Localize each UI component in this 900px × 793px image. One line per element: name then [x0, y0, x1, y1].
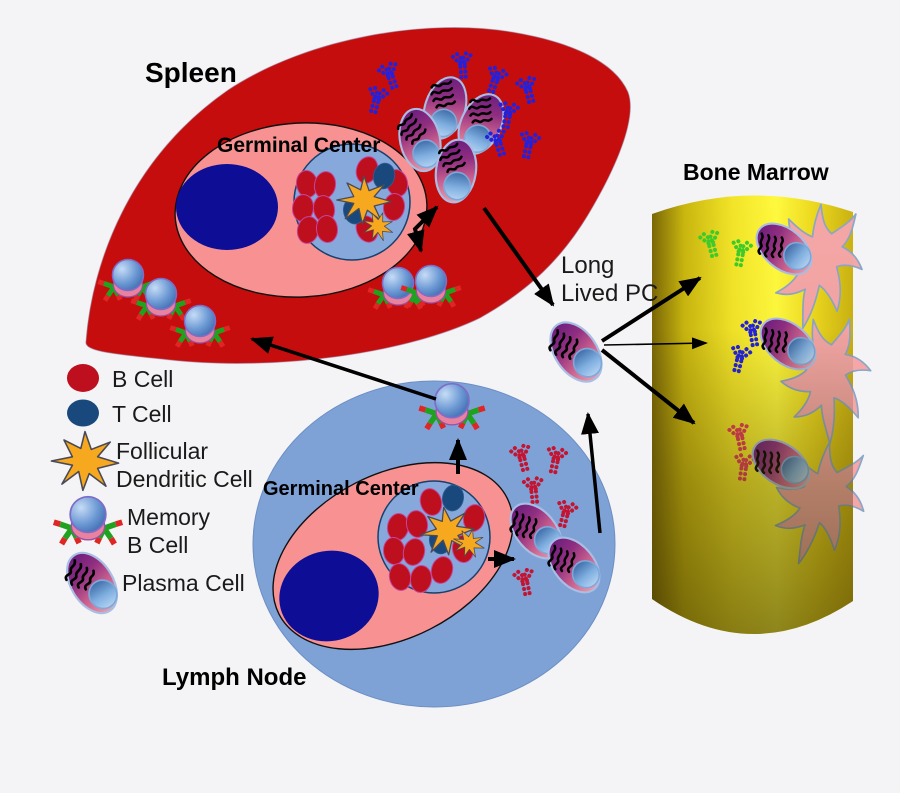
lymph-node-label: Lymph Node — [162, 664, 306, 691]
arrow-llpc-to-bm-bottom — [600, 348, 696, 425]
long-lived-pc-label-line1: Long — [561, 252, 614, 279]
lymph-t-cell-zone — [279, 550, 379, 642]
legend-b-cell-label: B Cell — [112, 366, 173, 392]
spleen-label: Spleen — [145, 57, 237, 88]
legend-fdc-label-line1: Follicular — [116, 438, 208, 464]
legend-memory-b-cell-icon — [54, 497, 122, 548]
legend-memory-label-line2: B Cell — [127, 532, 188, 558]
legend-plasma-cell-label: Plasma Cell — [122, 570, 245, 596]
legend-memory-label-line1: Memory — [127, 504, 211, 530]
legend-t-cell-icon — [67, 399, 99, 427]
legend-t-cell-label: T Cell — [112, 401, 172, 427]
lymph-germinal-center-label: Germinal Center — [263, 478, 419, 500]
legend: B Cell T Cell Follicular Dendritic Cell … — [50, 364, 253, 625]
spleen-t-cell-zone — [176, 164, 278, 250]
spleen-organ — [85, 26, 631, 364]
arrows — [250, 205, 708, 568]
arrow-gc-double — [407, 205, 439, 253]
arrow-lymph-to-llpc — [581, 412, 602, 534]
long-lived-plasma-cell — [537, 311, 614, 394]
legend-b-cell-icon — [67, 364, 99, 392]
arrow-spleen-pc-to-llpc — [482, 206, 555, 307]
bone-marrow-label: Bone Marrow — [683, 159, 829, 185]
spleen-germinal-center-label: Germinal Center — [217, 134, 380, 157]
arrow-llpc-to-bm-mid — [603, 337, 708, 350]
legend-plasma-cell-icon — [54, 542, 129, 625]
arrow-lymph-to-spleen — [250, 336, 437, 401]
lymph-node-organ — [252, 380, 616, 708]
arrow-llpc-to-bm-top — [600, 276, 702, 343]
legend-fdc-icon — [50, 430, 120, 492]
legend-fdc-label-line2: Dendritic Cell — [116, 466, 253, 492]
long-lived-pc-label-line2: Lived PC — [561, 280, 658, 307]
